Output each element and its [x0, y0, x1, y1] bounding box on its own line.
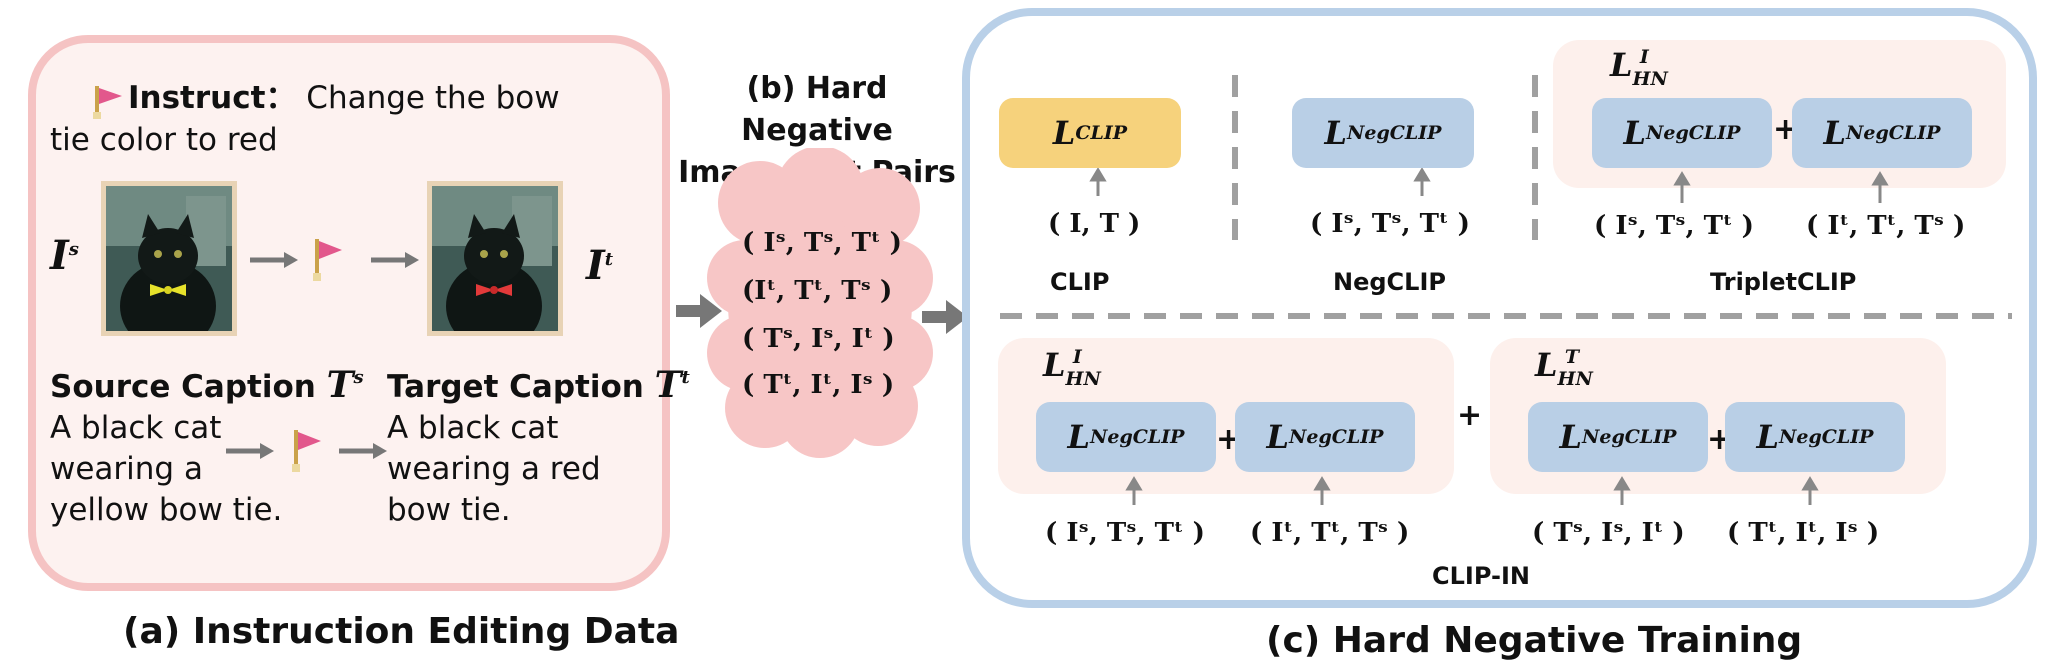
instruct-text-1: Change the bow — [306, 80, 560, 116]
flag-icon — [313, 239, 342, 281]
photo-black-cat-red-bow-tie — [432, 186, 558, 331]
negclip-label: NegCLIP — [1333, 268, 1446, 296]
source-image-label: Is — [50, 232, 79, 279]
instruct-label: Instruct： — [128, 80, 297, 116]
clipin-triplet: ( Tᵗ, Iᵗ, Iˢ ) — [1727, 518, 1880, 548]
arrow-right-icon — [226, 443, 274, 459]
cloud-triplet: ( Iˢ, Tˢ, Tᵗ ) — [742, 228, 902, 258]
target-image-label: It — [586, 242, 614, 289]
clipin-label: CLIP-IN — [1432, 562, 1530, 590]
flag-icon — [93, 86, 122, 119]
target-caption-text: A black cat wearing a red bow tie. — [387, 410, 601, 528]
source-caption-title: Source Caption Ts — [50, 364, 364, 406]
source-photo — [101, 181, 237, 336]
clipin-triplet: ( Iˢ, Tˢ, Tᵗ ) — [1045, 518, 1205, 548]
arrow-right-icon — [250, 252, 298, 268]
plus-sign: + — [1457, 398, 1483, 433]
tripletclip-label: TripletCLIP — [1710, 268, 1857, 296]
cloud-triplet: (Iᵗ, Tᵗ, Tˢ ) — [742, 276, 893, 306]
clipin-image-hn-loss: LHNI — [1043, 346, 1101, 390]
clipin-triplet: ( Iᵗ, Tᵗ, Tˢ ) — [1250, 518, 1410, 548]
arrow-right-icon — [339, 443, 387, 459]
clipin-text-hn-loss: LHNT — [1535, 346, 1593, 390]
arrow-right-icon — [676, 294, 722, 328]
flag-icon — [292, 430, 321, 472]
target-photo — [427, 181, 563, 336]
clip-triplet: ( I, T ) — [1048, 209, 1141, 239]
hard-negative-cloud — [707, 148, 933, 458]
cloud-triplet: ( Tᵗ, Iᵗ, Iˢ ) — [742, 370, 895, 400]
instruct-text-2: tie color to red — [50, 122, 278, 158]
negclip-triplet: ( Iˢ, Tˢ, Tᵗ ) — [1310, 209, 1470, 239]
clip-label: CLIP — [1050, 268, 1110, 296]
tripletclip-hn-loss: LHNI — [1610, 46, 1668, 90]
arrow-right-icon — [922, 300, 968, 334]
instruct-line: Instruct： Change the bow — [128, 78, 560, 119]
caption-a: (a) Instruction Editing Data — [123, 611, 680, 652]
source-caption-text: A black cat wearing a yellow bow tie. — [50, 410, 283, 528]
target-caption-title: Target Caption Tt — [387, 364, 690, 406]
tripletclip-triplet: ( Iˢ, Tˢ, Tᵗ ) — [1594, 211, 1754, 241]
tripletclip-triplet: ( Iᵗ, Tᵗ, Tˢ ) — [1806, 211, 1966, 241]
clipin-triplet: ( Tˢ, Iˢ, Iᵗ ) — [1532, 518, 1685, 548]
caption-c: (c) Hard Negative Training — [1266, 620, 1803, 661]
cloud-triplet: ( Tˢ, Iˢ, Iᵗ ) — [742, 324, 895, 354]
photo-black-cat-yellow-bow-tie — [106, 186, 232, 331]
arrow-right-icon — [371, 252, 419, 268]
